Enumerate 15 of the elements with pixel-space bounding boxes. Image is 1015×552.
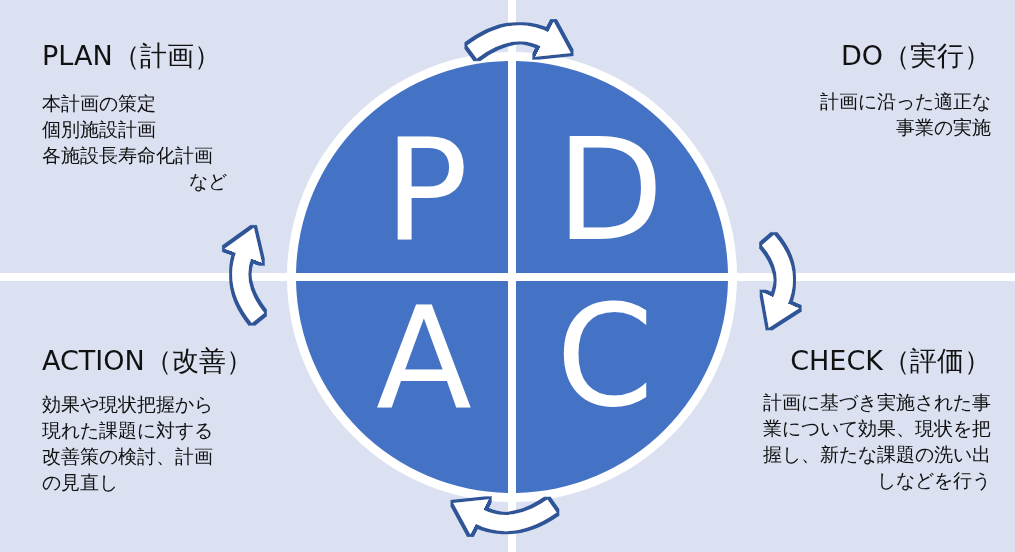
panel-text: 計画に基づき実施された事業について効果、現状を把握し、新たな課題の洗い出しなどを行う <box>762 390 991 493</box>
panel-text: 個別施設計画 <box>42 117 157 142</box>
quadrant-letter: C <box>556 287 654 427</box>
panel-text: 効果や現状把握から現れた課題に対する改善策の検討、計画の見直し <box>42 392 214 495</box>
quadrant-letter: A <box>376 289 472 429</box>
panel-heading: CHECK（評価） <box>790 344 991 378</box>
quadrant-letter: P <box>384 121 469 261</box>
panel-text: 本計画の策定 <box>42 91 157 116</box>
panel-heading: PLAN（計画） <box>42 39 221 73</box>
panel-text: など <box>188 169 227 194</box>
quadrant-letter: D <box>556 121 664 261</box>
panel-text: 各施設長寿命化計画 <box>42 143 214 168</box>
panel-heading: DO（実行） <box>840 39 991 73</box>
panel-heading: ACTION（改善） <box>42 344 253 378</box>
panel-text: 計画に沿った適正な事業の実施 <box>819 89 991 140</box>
